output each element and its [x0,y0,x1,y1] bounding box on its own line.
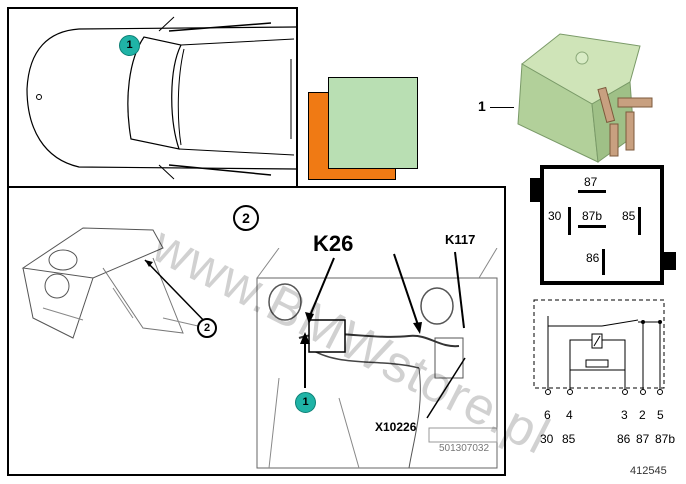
relay-schematic [533,299,665,395]
pin-86-label: 86 [586,251,600,265]
pin-86-contact [602,249,605,275]
pin-87-contact [578,190,606,193]
installation-location-panel: 2 2 K26 K117 X10226 501307032 1 [7,186,506,476]
x10226-label: X10226 [375,420,417,434]
k26-label: K26 [313,231,354,256]
pin-85-label: 85 [622,209,636,223]
dashboard-callout-2: 2 [197,318,217,338]
glovebox-detail-illustration [256,248,498,469]
relay-part-callout: 1 [478,98,486,114]
schematic-terminal: 87b [655,432,676,446]
pin-87b-label: 87b [582,209,603,223]
pin-30-contact [568,207,571,235]
drawing-reference-stamp: 501307032 [439,443,490,454]
k117-label: K117 [445,232,476,247]
car-outline-illustration [26,16,300,180]
detail-leader-lines [300,251,466,419]
schematic-pin-top: 4 [566,408,573,422]
relay-illustration [517,33,653,163]
car-top-view-panel: 1 [7,7,300,188]
diagram-id: 412545 [630,465,667,477]
schematic-pin-top: 3 [621,408,628,422]
pin-30-label: 30 [548,209,562,223]
schematic-pin-numbers-bottom: 30 85 86 87 87b [540,432,686,448]
dashboard-overview-sketch [21,227,212,339]
schematic-pin-top: 2 [639,408,646,422]
relay-leader-line [490,107,514,108]
pinout-mount-tabs [530,178,676,270]
detail-section-number: 2 [233,205,259,231]
relay-pinout-box: 87 30 87b 85 86 [540,165,664,285]
schematic-terminal: 87 [636,432,650,446]
pin-87-label: 87 [584,175,598,189]
green-swatch [328,77,418,169]
schematic-pin-top: 6 [544,408,551,422]
schematic-pin-top: 5 [657,408,664,422]
car-position-callout: 1 [119,35,140,56]
schematic-terminal: 85 [562,432,576,446]
pin-87b-contact [578,225,606,228]
schematic-pin-numbers-top: 6 4 3 2 5 [540,408,680,424]
pin-85-contact [638,207,641,235]
schematic-terminal: 86 [617,432,631,446]
schematic-terminal: 30 [540,432,554,446]
detail-position-callout: 1 [295,392,316,413]
